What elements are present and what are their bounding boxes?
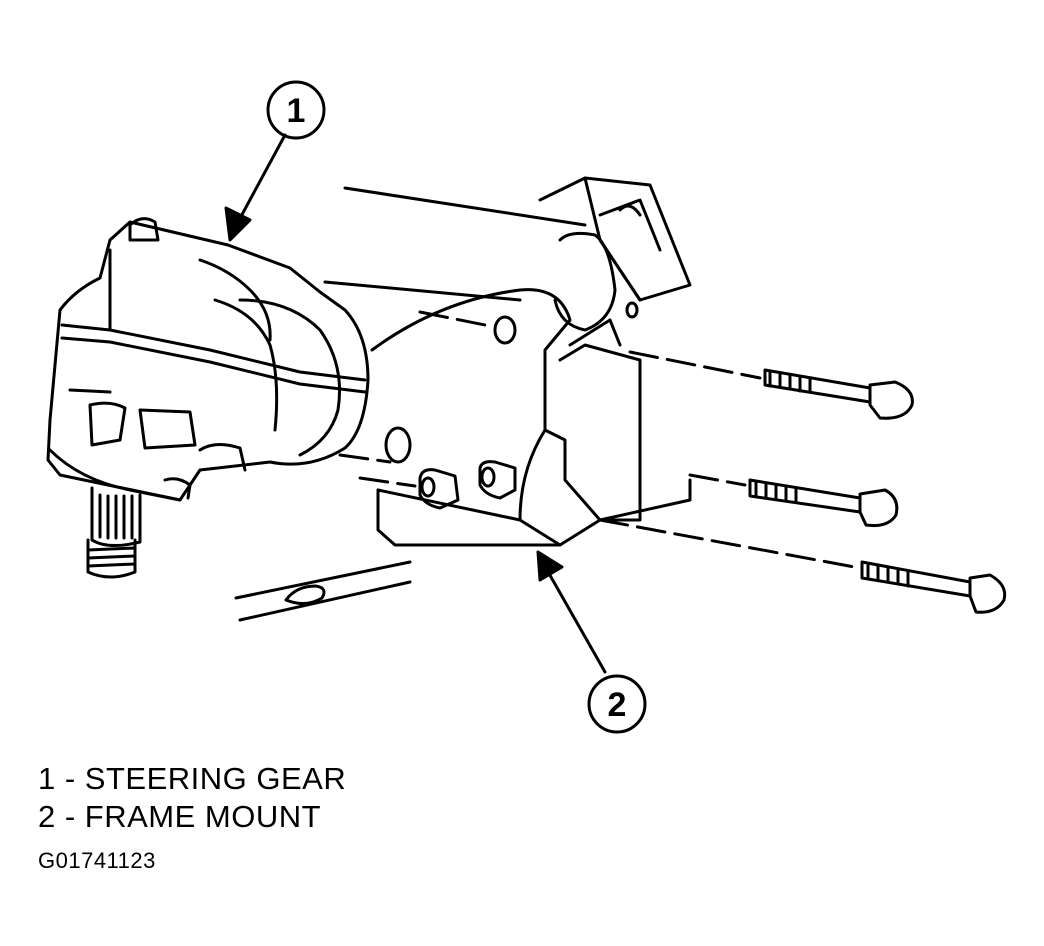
callout-2-circle xyxy=(587,674,647,734)
legend-item-frame-mount: 2 - FRAME MOUNT xyxy=(38,799,322,834)
bolt-center-lines xyxy=(338,310,862,570)
steering-gear xyxy=(46,217,370,579)
callout-1-circle xyxy=(266,80,326,140)
callout-2-arrow xyxy=(536,550,607,674)
figure-code: G01741123 xyxy=(38,848,156,873)
callout-1-label: 1 xyxy=(287,92,306,130)
spacer xyxy=(478,460,517,500)
bracket-hole xyxy=(493,315,517,345)
bolt xyxy=(748,478,899,527)
frame-mount-bracket xyxy=(323,176,692,547)
callout-1-arrow xyxy=(224,133,287,242)
frame-rail-hole xyxy=(284,584,326,605)
spacer xyxy=(418,468,460,510)
output-shaft xyxy=(86,486,142,579)
steering-gear-diagram: 1 2 xyxy=(46,80,1007,734)
cap-bolt xyxy=(128,217,160,242)
bolt xyxy=(860,560,1007,614)
legend-item-steering-gear: 1 - STEERING GEAR xyxy=(38,761,347,796)
frame-rail xyxy=(234,560,412,622)
bracket-hole xyxy=(625,301,639,319)
legend: 1 - STEERING GEAR 2 - FRAME MOUNT xyxy=(38,760,346,836)
callout-2-label: 2 xyxy=(608,686,627,724)
bolt xyxy=(763,368,914,420)
bracket-hole xyxy=(384,426,412,464)
